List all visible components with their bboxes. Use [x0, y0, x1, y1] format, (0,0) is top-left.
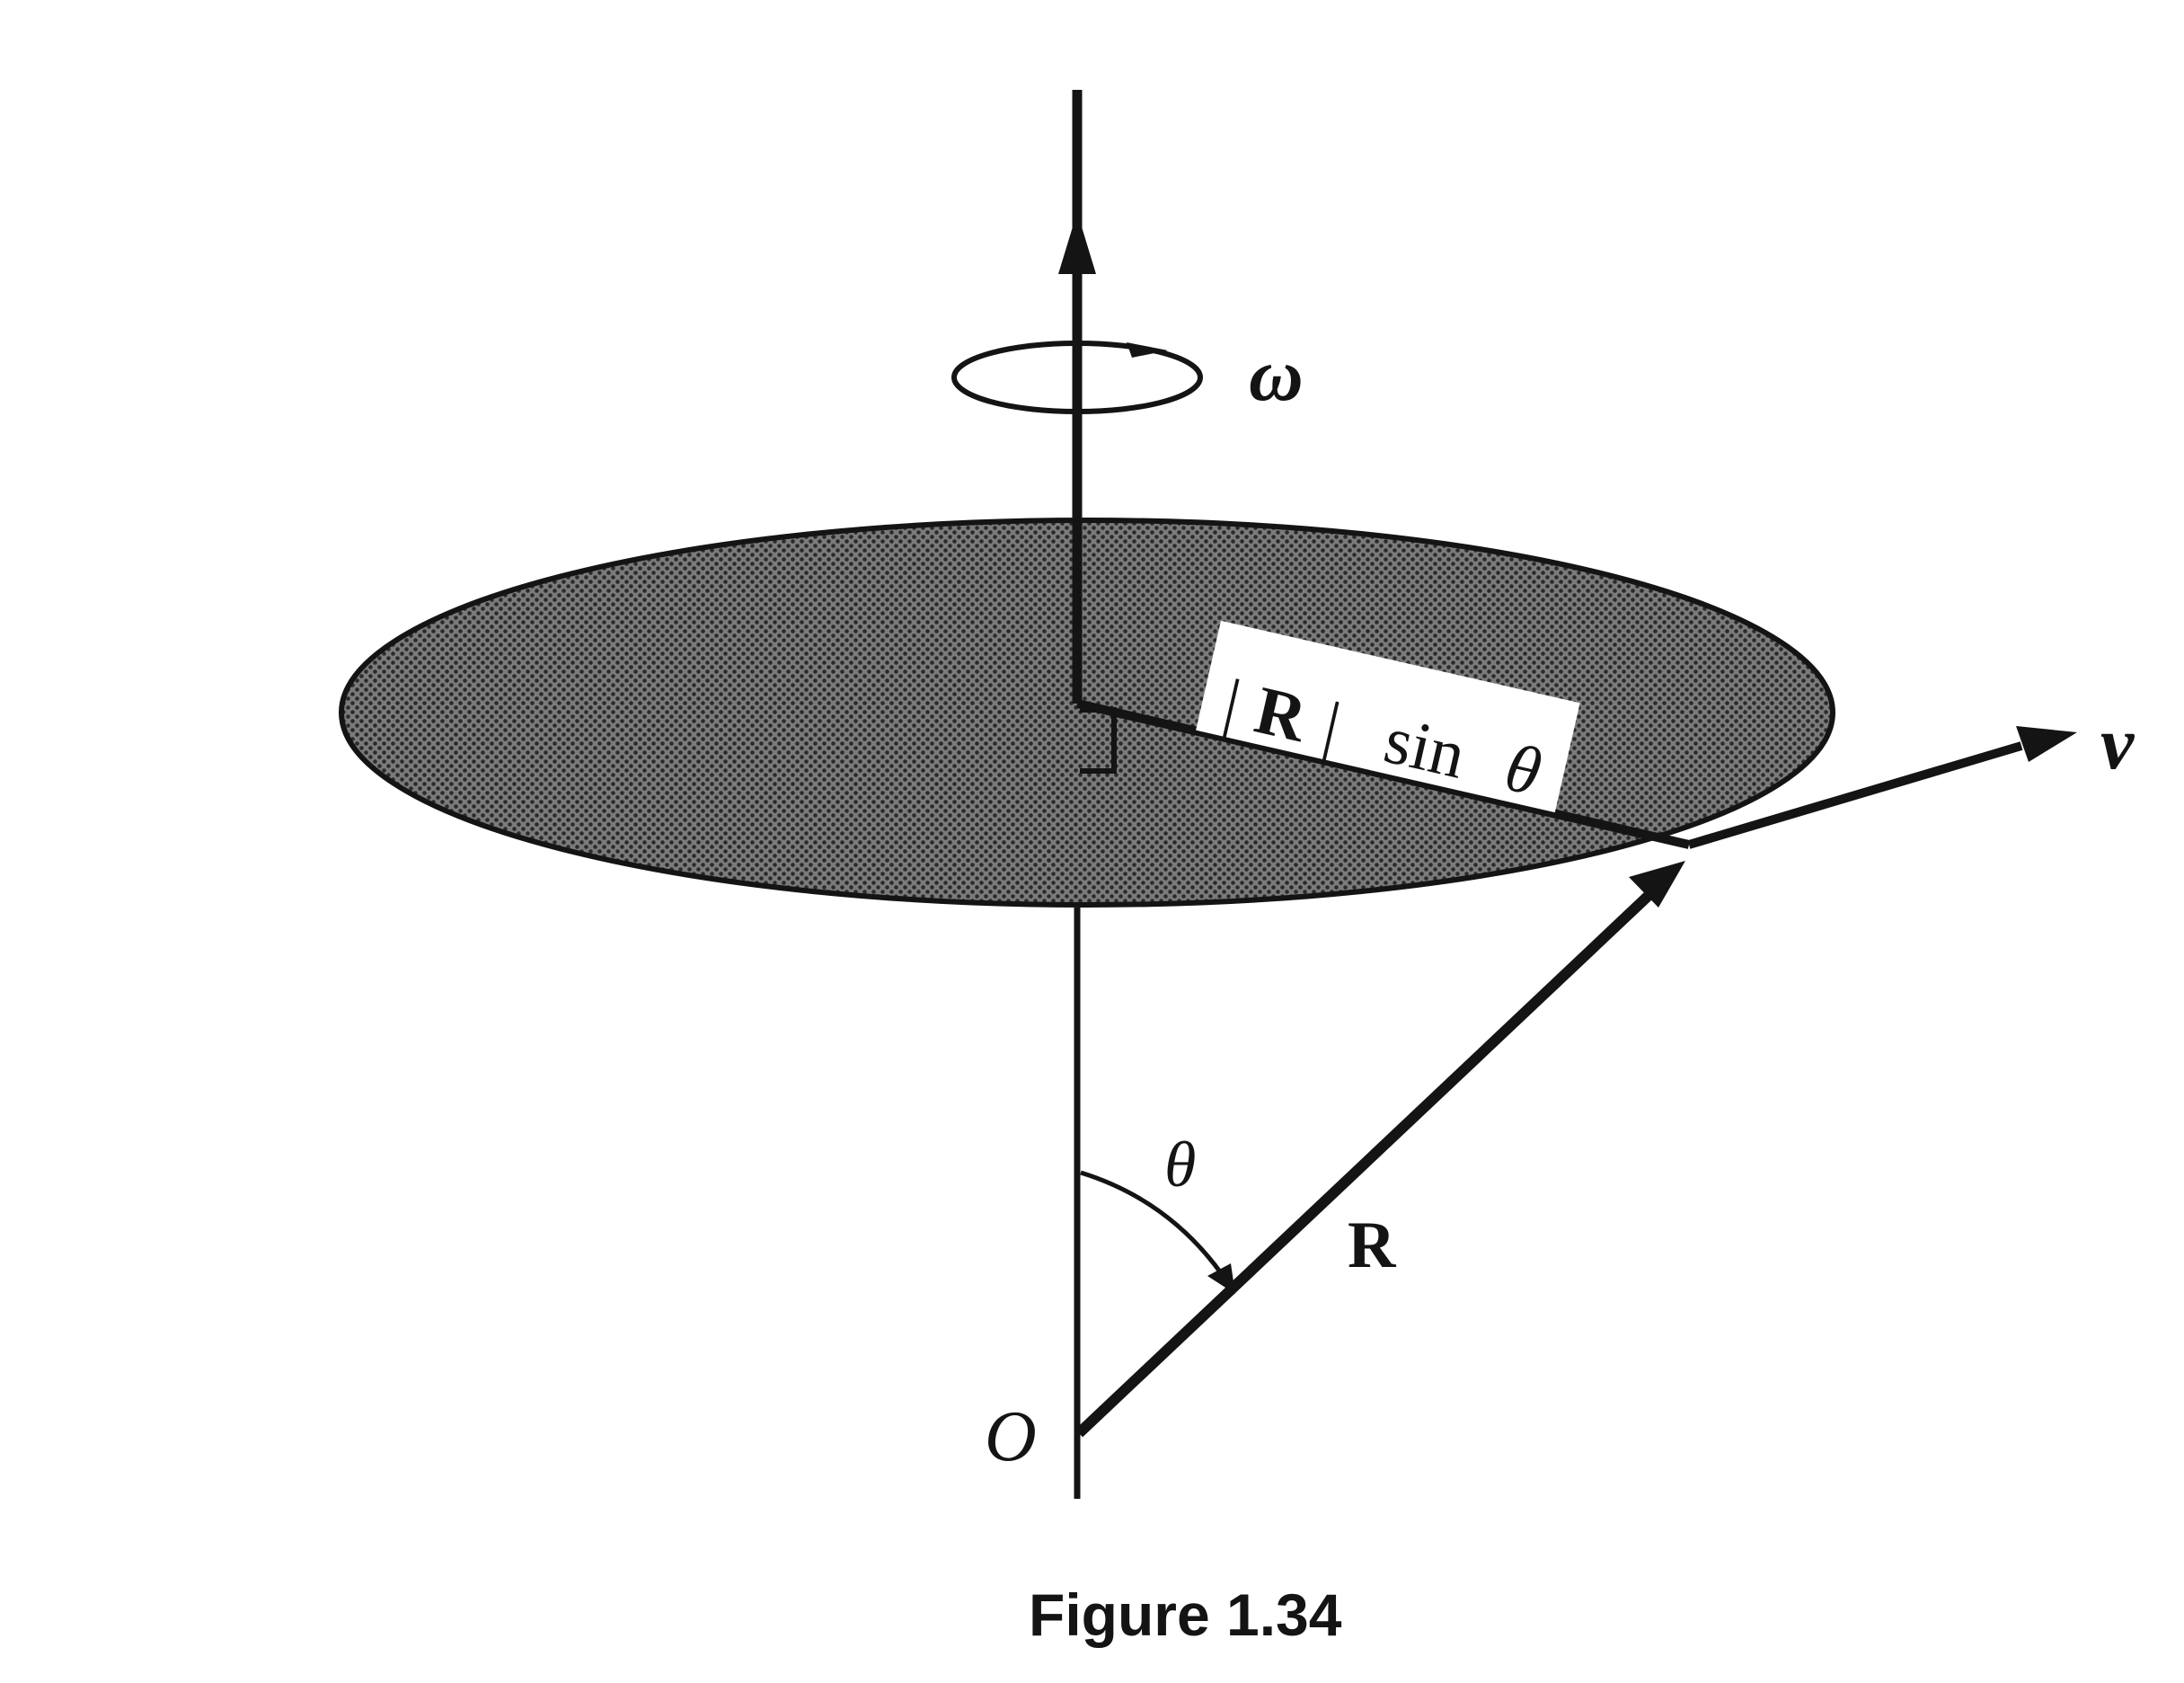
theta-label: θ — [1164, 1129, 1196, 1200]
velocity-arrowhead — [2016, 726, 2077, 762]
theta-angle-arc — [1080, 1170, 1225, 1276]
theta-angle-arrowhead — [1207, 1263, 1235, 1294]
omega-arrowhead — [1058, 212, 1096, 274]
disk-radius-line — [1075, 699, 1691, 849]
position-vector-arrowhead — [1629, 861, 1685, 908]
velocity-vector — [1687, 741, 2023, 849]
rotation-indicator-arrowhead — [1127, 342, 1168, 358]
position-vector-R — [1074, 885, 1659, 1438]
radius-label-bar-right: | — [1313, 686, 1348, 765]
radius-label-sin: sin — [1378, 702, 1472, 793]
rotation-indicator-circle — [951, 341, 1203, 414]
figure-caption: Figure 1.34 — [1029, 1581, 1342, 1648]
origin-label: O — [985, 1397, 1037, 1476]
radius-label-background — [1196, 620, 1580, 813]
position-vector-label: R — [1348, 1209, 1397, 1282]
omega-label: ω — [1249, 333, 1304, 417]
velocity-label: v — [2100, 702, 2135, 785]
radius-label-R: R — [1249, 672, 1314, 757]
